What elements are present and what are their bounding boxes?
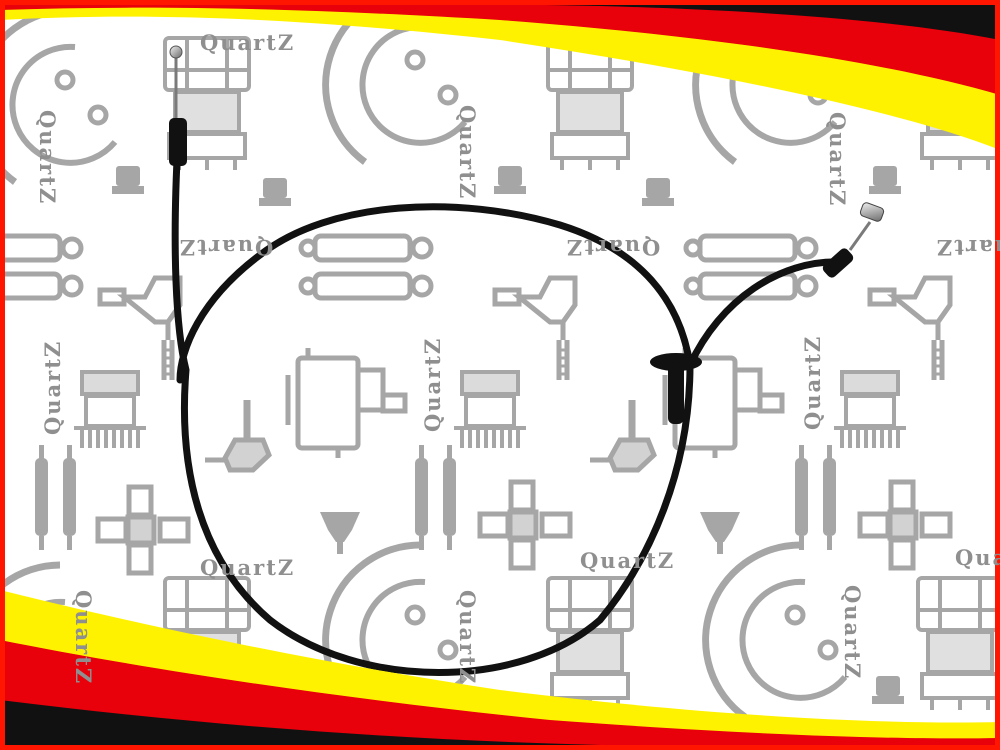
shock-absorber-icon: [301, 236, 431, 298]
watermark-brand: QuartZ: [35, 110, 60, 206]
ignition-coil-icon: [494, 166, 526, 194]
right-ferrule: [822, 248, 854, 278]
watermark-brand: QuartZ: [580, 548, 676, 573]
watermark-brand: QuartZ: [178, 235, 274, 260]
water-pump-icon: [832, 370, 908, 450]
watermark-brand: QuartZ: [825, 112, 850, 208]
watermark-brand: QuartZ: [71, 590, 96, 686]
strut-icon: [35, 445, 76, 550]
left-ball-end: [169, 45, 183, 59]
ignition-coil-icon: [869, 166, 901, 194]
water-pump-icon: [452, 370, 528, 450]
grommet-body: [668, 362, 684, 424]
ignition-coil-icon: [642, 178, 674, 206]
universal-joint-icon: [98, 487, 188, 573]
bush-icon: [320, 512, 360, 554]
tie-rod-end-icon: [100, 278, 180, 380]
shock-absorber-icon: [0, 236, 81, 298]
watermark-brand: QuartZ: [565, 235, 661, 260]
ignition-coil-icon: [112, 166, 144, 194]
right-inner-wire: [848, 221, 872, 251]
watermark-brand: QuartZ: [455, 590, 480, 686]
left-ferrule: [169, 118, 187, 166]
cable-sheath: [171, 136, 694, 676]
red-band-bottom: [0, 640, 1000, 750]
bonnet-release-cable: [169, 45, 885, 676]
tie-rod-end-icon: [495, 278, 575, 380]
alternator-icon: [916, 576, 1000, 712]
tie-rod-end-icon: [870, 278, 950, 380]
ignition-coil-icon: [872, 676, 904, 704]
watermark-brand: QuartZ: [455, 105, 480, 201]
universal-joint-icon: [860, 482, 950, 568]
ball-joint-icon: [590, 400, 654, 470]
watermark-brand: QuartZ: [40, 339, 65, 435]
wheel-cylinder-icon: [288, 348, 405, 458]
strut-icon: [795, 445, 836, 550]
watermark-brand: QuartZ: [840, 585, 865, 681]
black-band-top: [0, 0, 1000, 40]
watermark-brand: QuartZ: [200, 30, 296, 55]
ball-joint-icon: [205, 400, 269, 470]
watermark-brand: QuartZ: [200, 555, 296, 580]
watermark-brand: QuartZ: [420, 336, 445, 432]
watermark-brand: QuartZ: [935, 235, 1000, 260]
watermark-brand: QuartZ: [800, 334, 825, 430]
cable-sheath-run: [686, 258, 844, 369]
watermark-brand: QuartZ: [955, 545, 1000, 570]
black-band-bottom: [0, 700, 1000, 750]
right-barrel-end: [859, 202, 885, 222]
brake-disc-icon: [706, 545, 845, 717]
bush-icon: [700, 512, 740, 554]
water-pump-icon: [72, 370, 148, 450]
strut-icon: [415, 445, 456, 550]
red-band-top: [0, 0, 1000, 95]
universal-joint-icon: [480, 482, 570, 568]
ignition-coil-icon: [259, 178, 291, 206]
